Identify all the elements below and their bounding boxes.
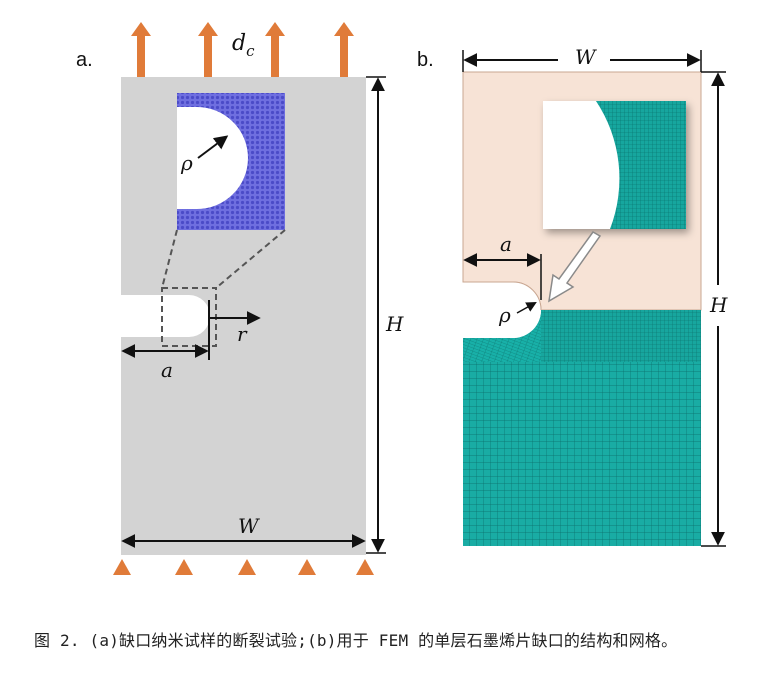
mesh-transition-band	[541, 310, 701, 362]
mesh-notch-root	[463, 310, 541, 362]
load-arrows	[131, 22, 354, 77]
zoom-pointer-arrow-shape	[548, 231, 602, 303]
r-axis: r	[208, 300, 261, 360]
load-arrow-1	[131, 22, 151, 77]
h-label: H	[385, 312, 404, 336]
mesh-inset	[543, 101, 686, 229]
rho-label: ρ	[180, 151, 193, 175]
notch-b	[463, 282, 541, 338]
a-dimension: a	[121, 344, 209, 382]
a-label: a	[161, 358, 173, 382]
notch-b-edge	[463, 281, 542, 311]
support-triangle-3	[238, 559, 256, 575]
zoom-pointer-arrow	[548, 231, 602, 303]
b-w-dimension: W	[462, 45, 702, 72]
support-triangle-4	[298, 559, 316, 575]
callout-line-right	[215, 229, 286, 289]
panel-a: a. dc ρ	[76, 22, 404, 575]
inset-notch	[177, 107, 248, 209]
figure-caption: 图 2. (a)缺口纳米试样的断裂试验;(b)用于 FEM 的单层石墨烯片缺口的…	[34, 631, 678, 650]
w-dimension: W	[121, 514, 366, 548]
panel-b: b. a ρ	[417, 45, 728, 547]
load-arrow-4	[334, 22, 354, 77]
b-a-label: a	[500, 232, 512, 256]
mesh-inset-notch	[543, 101, 620, 229]
b-w-label: W	[575, 45, 597, 69]
w-label: W	[238, 514, 260, 538]
atomistic-inset: ρ	[177, 93, 285, 230]
b-a-dimension: a	[463, 232, 542, 300]
support-triangle-5	[356, 559, 374, 575]
panel-a-tag: a.	[76, 49, 93, 71]
load-arrow-3	[265, 22, 285, 77]
b-rho-arrow	[516, 301, 537, 314]
load-label: dc	[232, 31, 255, 60]
support-triangles	[113, 559, 374, 575]
support-triangle-1	[113, 559, 131, 575]
load-arrow-2	[198, 22, 218, 77]
b-rho-label: ρ	[498, 303, 511, 327]
rho-arrow	[197, 135, 229, 159]
mesh-region	[463, 362, 701, 546]
h-dimension: H	[366, 76, 404, 554]
r-label: r	[237, 322, 248, 346]
panel-b-tag: b.	[417, 49, 434, 71]
support-triangle-2	[175, 559, 193, 575]
b-h-dimension: H	[701, 71, 728, 547]
b-h-label: H	[709, 293, 728, 317]
